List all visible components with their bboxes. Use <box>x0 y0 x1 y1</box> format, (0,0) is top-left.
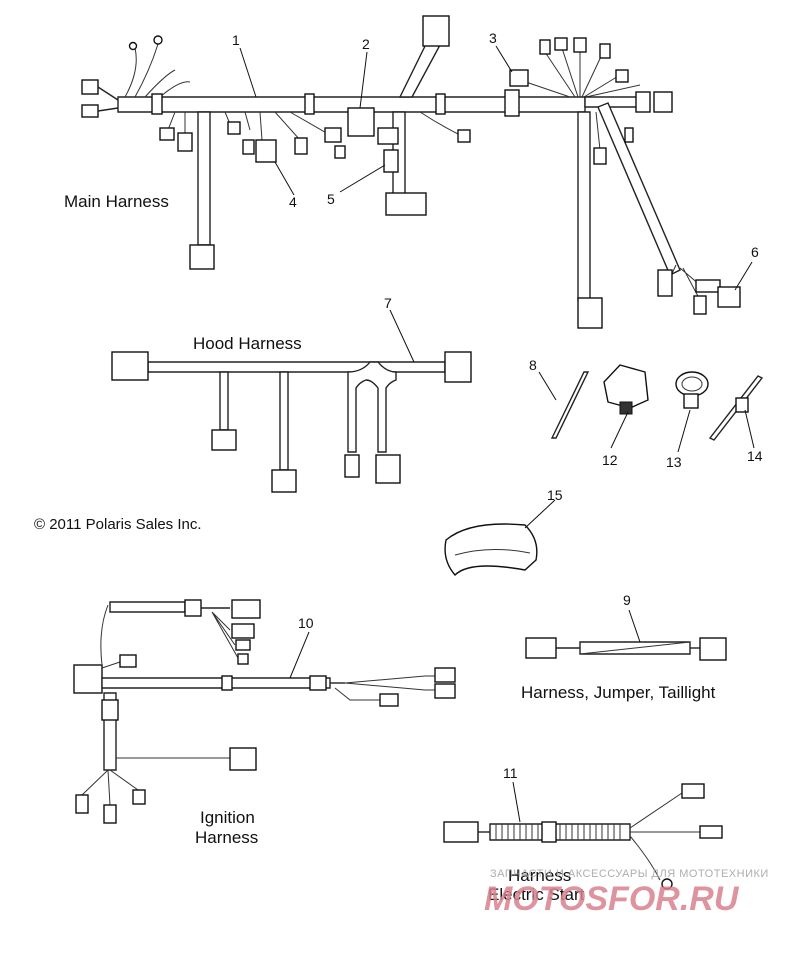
watermark-brand: MOTOSFOR.RU <box>484 880 740 918</box>
ignition-harness-title-line1: Ignition <box>200 808 255 827</box>
callout-5: 5 <box>327 191 335 207</box>
main-harness <box>81 15 741 329</box>
callout-9: 9 <box>623 592 631 608</box>
callout-4: 4 <box>289 194 297 210</box>
callout-12: 12 <box>602 452 618 468</box>
ignition-harness <box>73 599 456 824</box>
callout-10: 10 <box>298 615 314 631</box>
main-harness-title: Main Harness <box>64 192 169 211</box>
electric-start-title-line1: Harness <box>508 866 571 885</box>
hood-harness-title: Hood Harness <box>193 334 302 353</box>
ignition-harness-title-line2: Harness <box>195 828 258 847</box>
jumper-harness <box>525 637 727 661</box>
jumper-harness-title: Harness, Jumper, Taillight <box>521 683 716 702</box>
watermark-tagline: ЗАПЧАСТИ И АКСЕССУАРЫ ДЛЯ МОТОТЕХНИКИ <box>490 868 769 880</box>
callout-2: 2 <box>362 36 370 52</box>
callout-3: 3 <box>489 30 497 46</box>
callout-7: 7 <box>384 295 392 311</box>
hood-harness <box>111 351 472 493</box>
callout-1: 1 <box>232 32 240 48</box>
callout-6: 6 <box>751 244 759 260</box>
watermark: ЗАПЧАСТИ И АКСЕССУАРЫ ДЛЯ МОТОТЕХНИКИ MO… <box>484 868 769 918</box>
callout-numbers: 1 2 3 4 5 6 7 8 9 10 11 12 13 14 15 <box>232 30 763 781</box>
electric-start-harness <box>443 783 723 890</box>
copyright-notice: © 2011 Polaris Sales Inc. <box>34 516 202 533</box>
harness-cover <box>444 523 538 577</box>
callout-14: 14 <box>747 448 763 464</box>
small-parts <box>550 364 764 441</box>
callout-11: 11 <box>503 765 518 781</box>
harness-titles: Main Harness Hood Harness Harness, Jumpe… <box>64 192 716 904</box>
leader-lines <box>239 45 755 823</box>
callout-8: 8 <box>529 357 537 373</box>
electric-start-title-line2: Electric Start <box>488 885 585 904</box>
callout-13: 13 <box>666 454 682 470</box>
callout-15: 15 <box>547 487 563 503</box>
